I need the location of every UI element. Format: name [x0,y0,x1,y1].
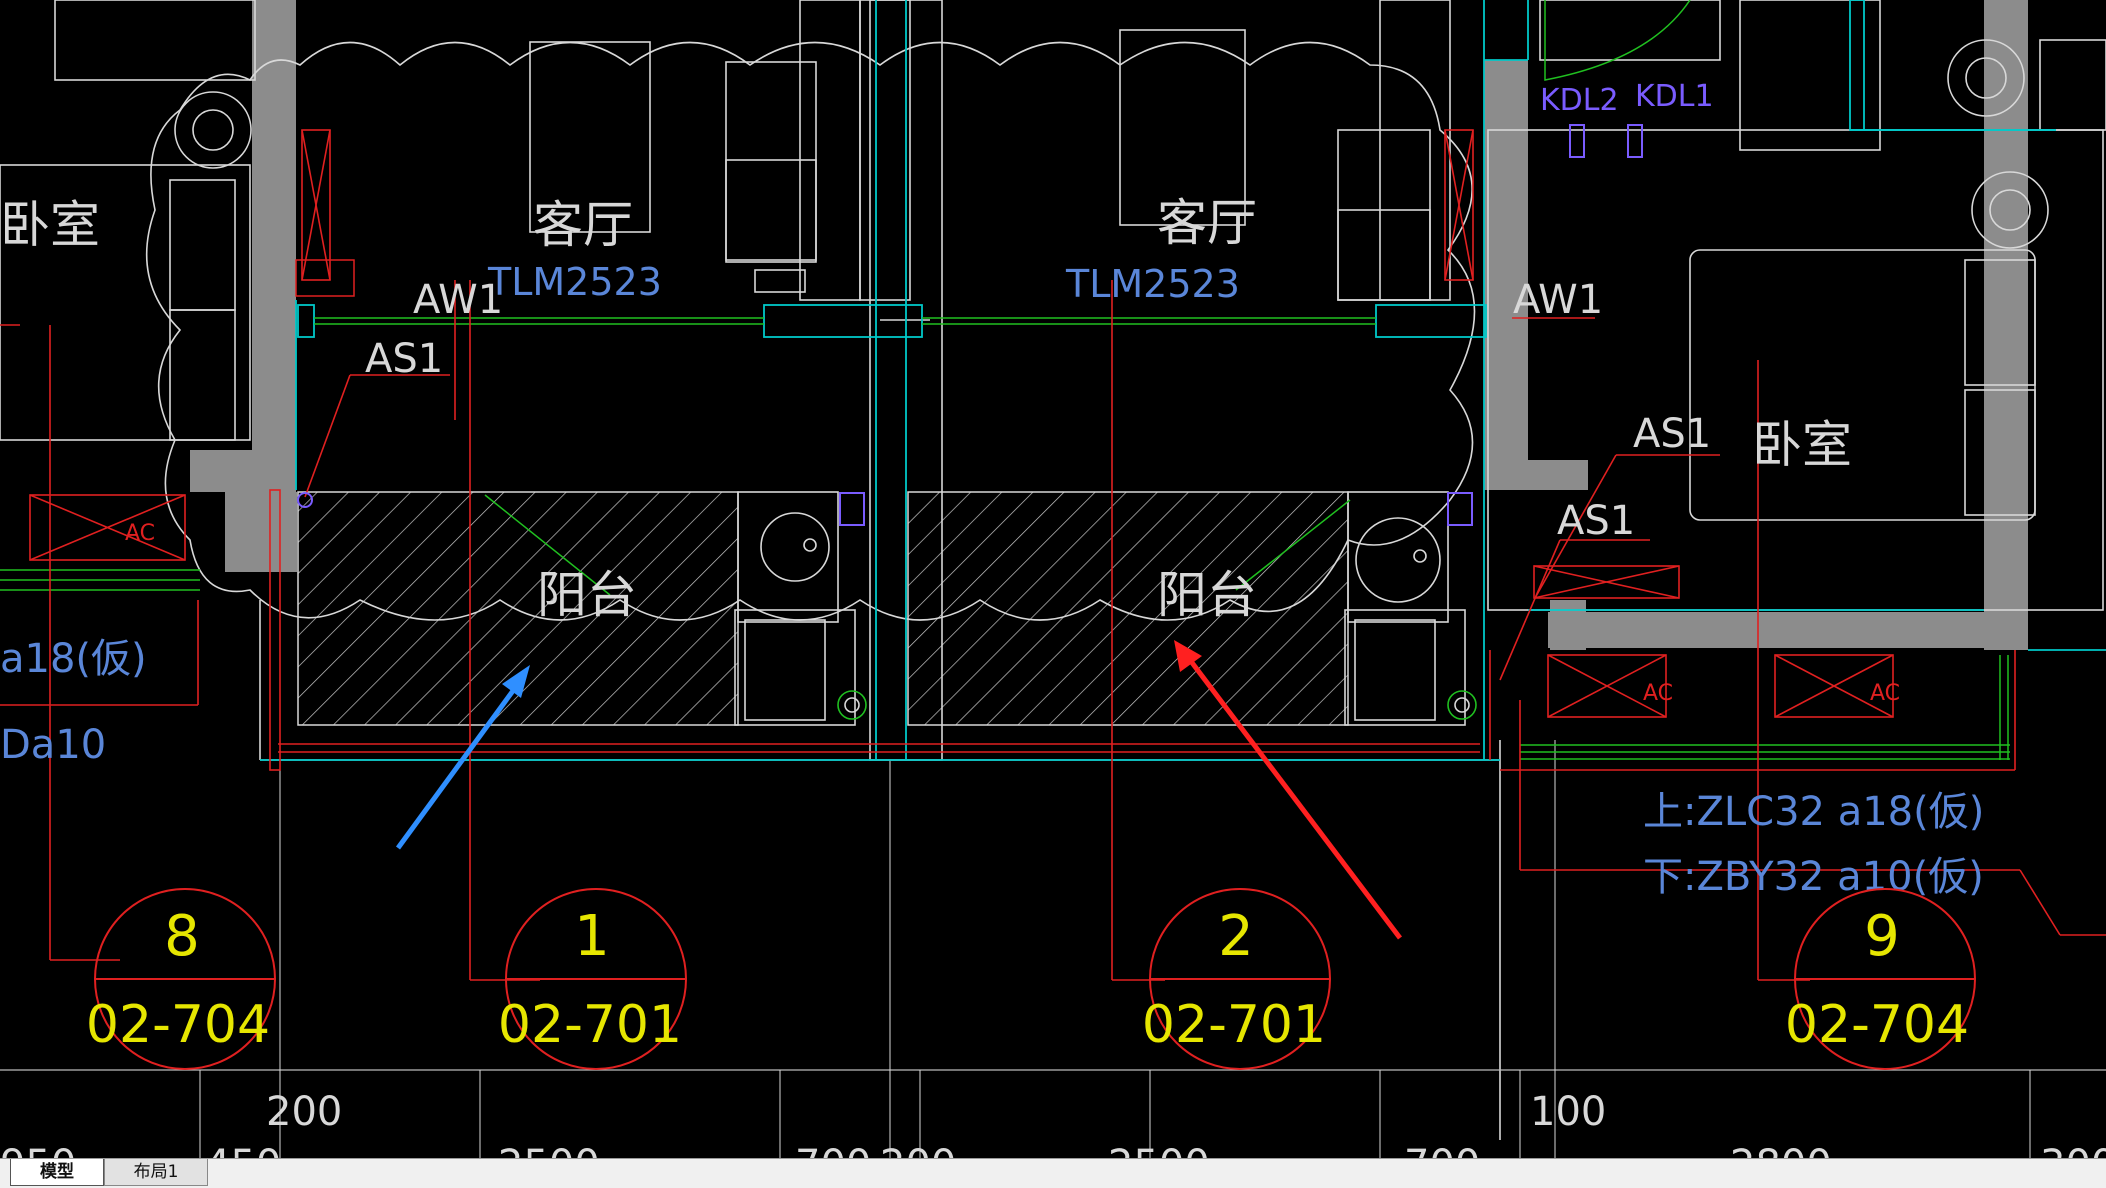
callout-ref: 02-701 [1142,995,1326,1055]
tag-ac-right-1: AC [1643,681,1673,706]
floor-plan-drawing[interactable]: 卧室 客厅 客厅 阳台 阳台 卧室 AW1 AW1 AS1 AS1 AS1 TL… [0,0,2106,1158]
room-label-balcony-right: 阳台 [1157,566,1257,624]
dim-lower-3: 700 [795,1142,871,1158]
dim-lower-1: 450 [205,1142,281,1158]
note-left-lower: Da10 [0,722,106,768]
balcony-hatch [297,491,1349,726]
tag-tlm-left: TLM2523 [487,260,662,304]
callout-ref: 02-704 [86,995,270,1055]
note-right-lower: 下:ZBY32 a10(仮) [1643,854,1984,900]
tag-as1-left: AS1 [365,336,443,382]
dim-lower-8: 300 [2040,1142,2106,1158]
callout-number: 2 [1218,904,1254,969]
dim-lower-6: 700 [1404,1142,1480,1158]
annotation-arrow-red [1174,640,1402,940]
callout-2: 2 02-701 [1142,888,1331,1070]
dim-upper-0: 200 [266,1089,342,1135]
tag-kdl1: KDL1 [1635,79,1714,114]
room-label-bedroom-right: 卧室 [1752,416,1852,474]
tag-aw1-right: AW1 [1513,277,1603,323]
tag-ac-right-2: AC [1870,681,1900,706]
tlm-labels: TLM2523 TLM2523 [487,260,1240,306]
callout-ref: 02-704 [1785,995,1969,1055]
tab-layout1[interactable]: 布局1 [104,1159,208,1186]
dimension-labels: 200 100 950 450 2500 700 200 2500 700 28… [0,1089,2106,1158]
dim-upper-1: 100 [1530,1089,1606,1135]
red-linework [0,129,2106,981]
tag-as1-right-upper: AS1 [1633,411,1711,457]
kdl-labels: KDL2 KDL1 [1540,79,1714,118]
dim-lower-4: 200 [880,1142,956,1158]
dim-lower-0: 950 [0,1142,76,1158]
dim-lower-5: 2500 [1108,1142,1210,1158]
callout-number: 8 [164,904,200,969]
note-right-upper: 上:ZLC32 a18(仮) [1643,789,1984,835]
note-left-upper: a18(仮) [0,636,147,682]
tag-labels: AW1 AW1 AS1 AS1 AS1 [365,277,1711,544]
room-label-bedroom-left: 卧室 [0,196,100,254]
callout-number: 1 [574,904,610,969]
green-linework [0,0,2010,760]
callout-9: 9 02-704 [1785,888,1976,1070]
dim-lower-7: 2800 [1730,1142,1832,1158]
room-label-balcony-left: 阳台 [537,566,637,624]
room-label-living-right: 客厅 [1157,194,1257,252]
cyan-linework [260,0,2106,761]
section-callouts: 8 02-704 1 02-701 2 02-701 9 02-704 [86,888,1976,1070]
dim-lower-2: 2500 [498,1142,600,1158]
callout-ref: 02-701 [498,995,682,1055]
callout-8: 8 02-704 [86,888,276,1070]
tag-kdl2: KDL2 [1540,83,1619,118]
ac-labels: AC AC AC [125,521,1900,706]
tag-tlm-right: TLM2523 [1065,262,1240,306]
tab-model[interactable]: 模型 [10,1159,104,1186]
purple-marks [297,124,1643,526]
walls [190,0,2028,650]
note-labels: a18(仮) Da10 上:ZLC32 a18(仮) 下:ZBY32 a10(仮… [0,636,1984,900]
tag-as1-right-lower: AS1 [1557,498,1635,544]
layout-tab-bar: 模型 布局1 [0,1158,2106,1188]
room-labels: 卧室 客厅 客厅 阳台 阳台 卧室 [0,194,1852,624]
tag-aw1-left: AW1 [413,277,503,323]
room-label-living-left: 客厅 [533,196,633,254]
callout-number: 9 [1864,904,1900,969]
callout-1: 1 02-701 [498,888,687,1070]
dimension-ticks [199,1070,2031,1158]
tag-ac-left: AC [125,521,155,546]
annotation-arrow-blue [395,665,530,850]
